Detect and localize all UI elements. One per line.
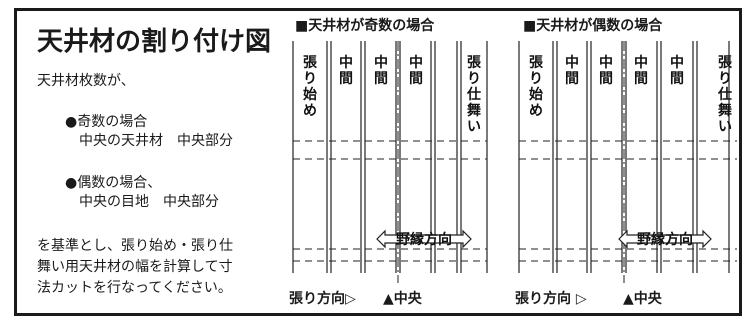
odd-direction-label: 野縁方向: [396, 231, 452, 248]
even-board-4-label: 中間: [634, 54, 648, 87]
even-install-direction: 張り方向 ▷: [515, 288, 587, 308]
instruction-line-2: 舞い用天井材の幅を計算して寸: [37, 259, 233, 275]
odd-center-marker: ▲中央: [383, 291, 422, 307]
even-board-2-label: 中間: [565, 54, 579, 87]
odd-install-direction: 張り方向▷: [289, 288, 356, 308]
odd-diagram-heading: ■天井材が奇数の場合: [295, 18, 435, 34]
even-board-5-label: 中間: [670, 54, 684, 87]
even-center-marker: ▲中央: [623, 291, 662, 307]
layout-diagrams: 野縁方向 野縁方向 張り始め: [292, 41, 737, 283]
intro-text: 天井材枚数が、: [37, 73, 135, 89]
odd-board-2-label: 中間: [339, 54, 353, 87]
odd-board-5-label: 張り仕舞い: [466, 55, 482, 135]
odd-install-direction-arrow-icon: ▷: [345, 291, 356, 307]
odd-board-1-label: 張り始め: [303, 55, 318, 119]
odd-install-direction-text: 張り方向: [289, 291, 345, 307]
figure-title: 天井材の割り付け図: [37, 27, 272, 57]
odd-board-4-label: 中間: [409, 54, 423, 87]
even-install-direction-text: 張り方向: [515, 291, 571, 307]
odd-direction-arrow: [376, 229, 472, 249]
even-board-6-label: 張り仕舞い: [717, 55, 733, 135]
even-board-1-label: 張り始め: [529, 55, 544, 119]
even-direction-arrow: [618, 229, 712, 249]
even-diagram-heading: ■天井材が偶数の場合: [523, 18, 663, 34]
even-diagram: 野縁方向: [518, 41, 737, 283]
odd-board-3-label: 中間: [374, 54, 388, 87]
instruction-line-1: を基準とし、張り始め・張り仕: [37, 238, 233, 254]
odd-case-detail: 中央の天井材 中央部分: [79, 133, 233, 149]
even-install-direction-arrow-icon: ▷: [575, 291, 587, 307]
even-case-bullet: ●偶数の場合、: [65, 175, 162, 191]
odd-case-bullet: ●奇数の場合: [65, 114, 148, 130]
even-board-3-label: 中間: [599, 54, 613, 87]
even-direction-label: 野縁方向: [637, 231, 693, 248]
even-case-detail: 中央の目地 中央部分: [79, 194, 219, 210]
odd-diagram: 野縁方向: [292, 41, 488, 283]
figure-frame: 天井材の割り付け図 天井材枚数が、 ●奇数の場合 中央の天井材 中央部分 ●偶数…: [14, 8, 742, 316]
instruction-line-3: 法カットを行なってください。: [37, 280, 232, 296]
